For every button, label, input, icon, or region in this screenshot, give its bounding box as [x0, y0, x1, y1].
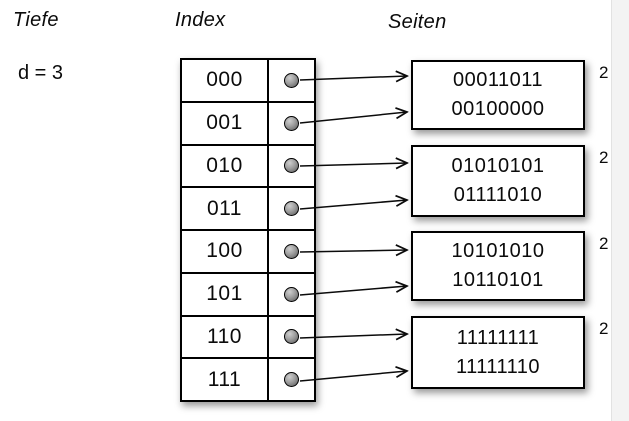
pointer-cell — [269, 359, 314, 400]
pointer-cell — [269, 146, 314, 187]
arrow-011-to-page-2 — [299, 200, 407, 210]
pointer-dot-icon — [284, 286, 299, 302]
index-row-011: 011 — [182, 186, 314, 229]
index-row-100: 100 — [182, 229, 314, 272]
pointer-dot-icon — [284, 158, 299, 174]
page-entry: 10110101 — [452, 269, 544, 291]
index-key: 101 — [182, 273, 269, 315]
page-entry: 11111111 — [456, 326, 540, 349]
pointer-cell — [269, 317, 314, 358]
page-entry: 10101010 — [451, 240, 545, 262]
pointer-dot-icon — [284, 201, 299, 217]
pointer-dot-icon — [284, 72, 299, 88]
page-bucket-2: 01010101 01111010 2 — [411, 145, 608, 217]
local-depth-badge: 2 — [599, 319, 609, 338]
page-entry: 01010101 — [451, 155, 545, 177]
index-key: 111 — [182, 359, 269, 400]
local-depth-badge: 2 — [599, 148, 609, 167]
pointer-cell — [269, 103, 314, 144]
index-table: 000 001 010 011 100 101 110 111 — [180, 58, 316, 402]
index-row-101: 101 — [182, 271, 314, 315]
index-column-header: Index — [175, 9, 226, 31]
index-key: 100 — [182, 231, 269, 272]
page-bucket-4: 11111111 11111110 2 — [411, 316, 608, 389]
arrow-111-to-page-4 — [299, 371, 407, 382]
page-entry: 00100000 — [451, 98, 545, 120]
index-key: 110 — [182, 316, 269, 358]
index-key: 001 — [182, 102, 269, 144]
page-entry: 11111110 — [455, 355, 541, 378]
index-key: 010 — [182, 145, 269, 187]
arrow-010-to-page-2 — [299, 163, 407, 166]
pointer-dot-icon — [284, 329, 299, 345]
index-key: 011 — [182, 188, 269, 229]
page-entry: 01111010 — [453, 184, 543, 206]
index-row-010: 010 — [182, 143, 314, 187]
index-row-001: 001 — [182, 100, 314, 144]
arrow-101-to-page-3 — [299, 286, 407, 296]
local-depth-badge: 2 — [599, 63, 609, 82]
page-bucket-3: 10101010 10110101 2 — [411, 231, 608, 301]
arrow-000-to-page-1 — [299, 76, 407, 80]
pointer-dot-icon — [284, 243, 299, 259]
global-depth-value: d = 3 — [18, 62, 64, 84]
pointer-cell — [269, 60, 314, 101]
pointer-cell — [269, 188, 314, 229]
pointer-cell — [269, 274, 314, 315]
pointer-cell — [269, 231, 314, 272]
index-row-000: 000 — [182, 60, 314, 101]
local-depth-badge: 2 — [599, 234, 609, 253]
arrow-001-to-page-1 — [299, 112, 407, 124]
pointer-dot-icon — [284, 115, 299, 131]
pages-column-header: Seiten — [388, 11, 447, 33]
page-entry: 00011011 — [452, 69, 543, 91]
pointer-dot-icon — [284, 372, 299, 388]
index-row-110: 110 — [182, 314, 314, 358]
page-edge-strip — [611, 0, 629, 421]
arrow-110-to-page-4 — [299, 334, 407, 338]
depth-column-header: Tiefe — [13, 9, 59, 31]
index-row-111: 111 — [182, 357, 314, 400]
index-key: 000 — [182, 60, 269, 101]
page-bucket-1: 00011011 00100000 2 — [411, 60, 608, 130]
arrow-100-to-page-3 — [299, 250, 407, 252]
